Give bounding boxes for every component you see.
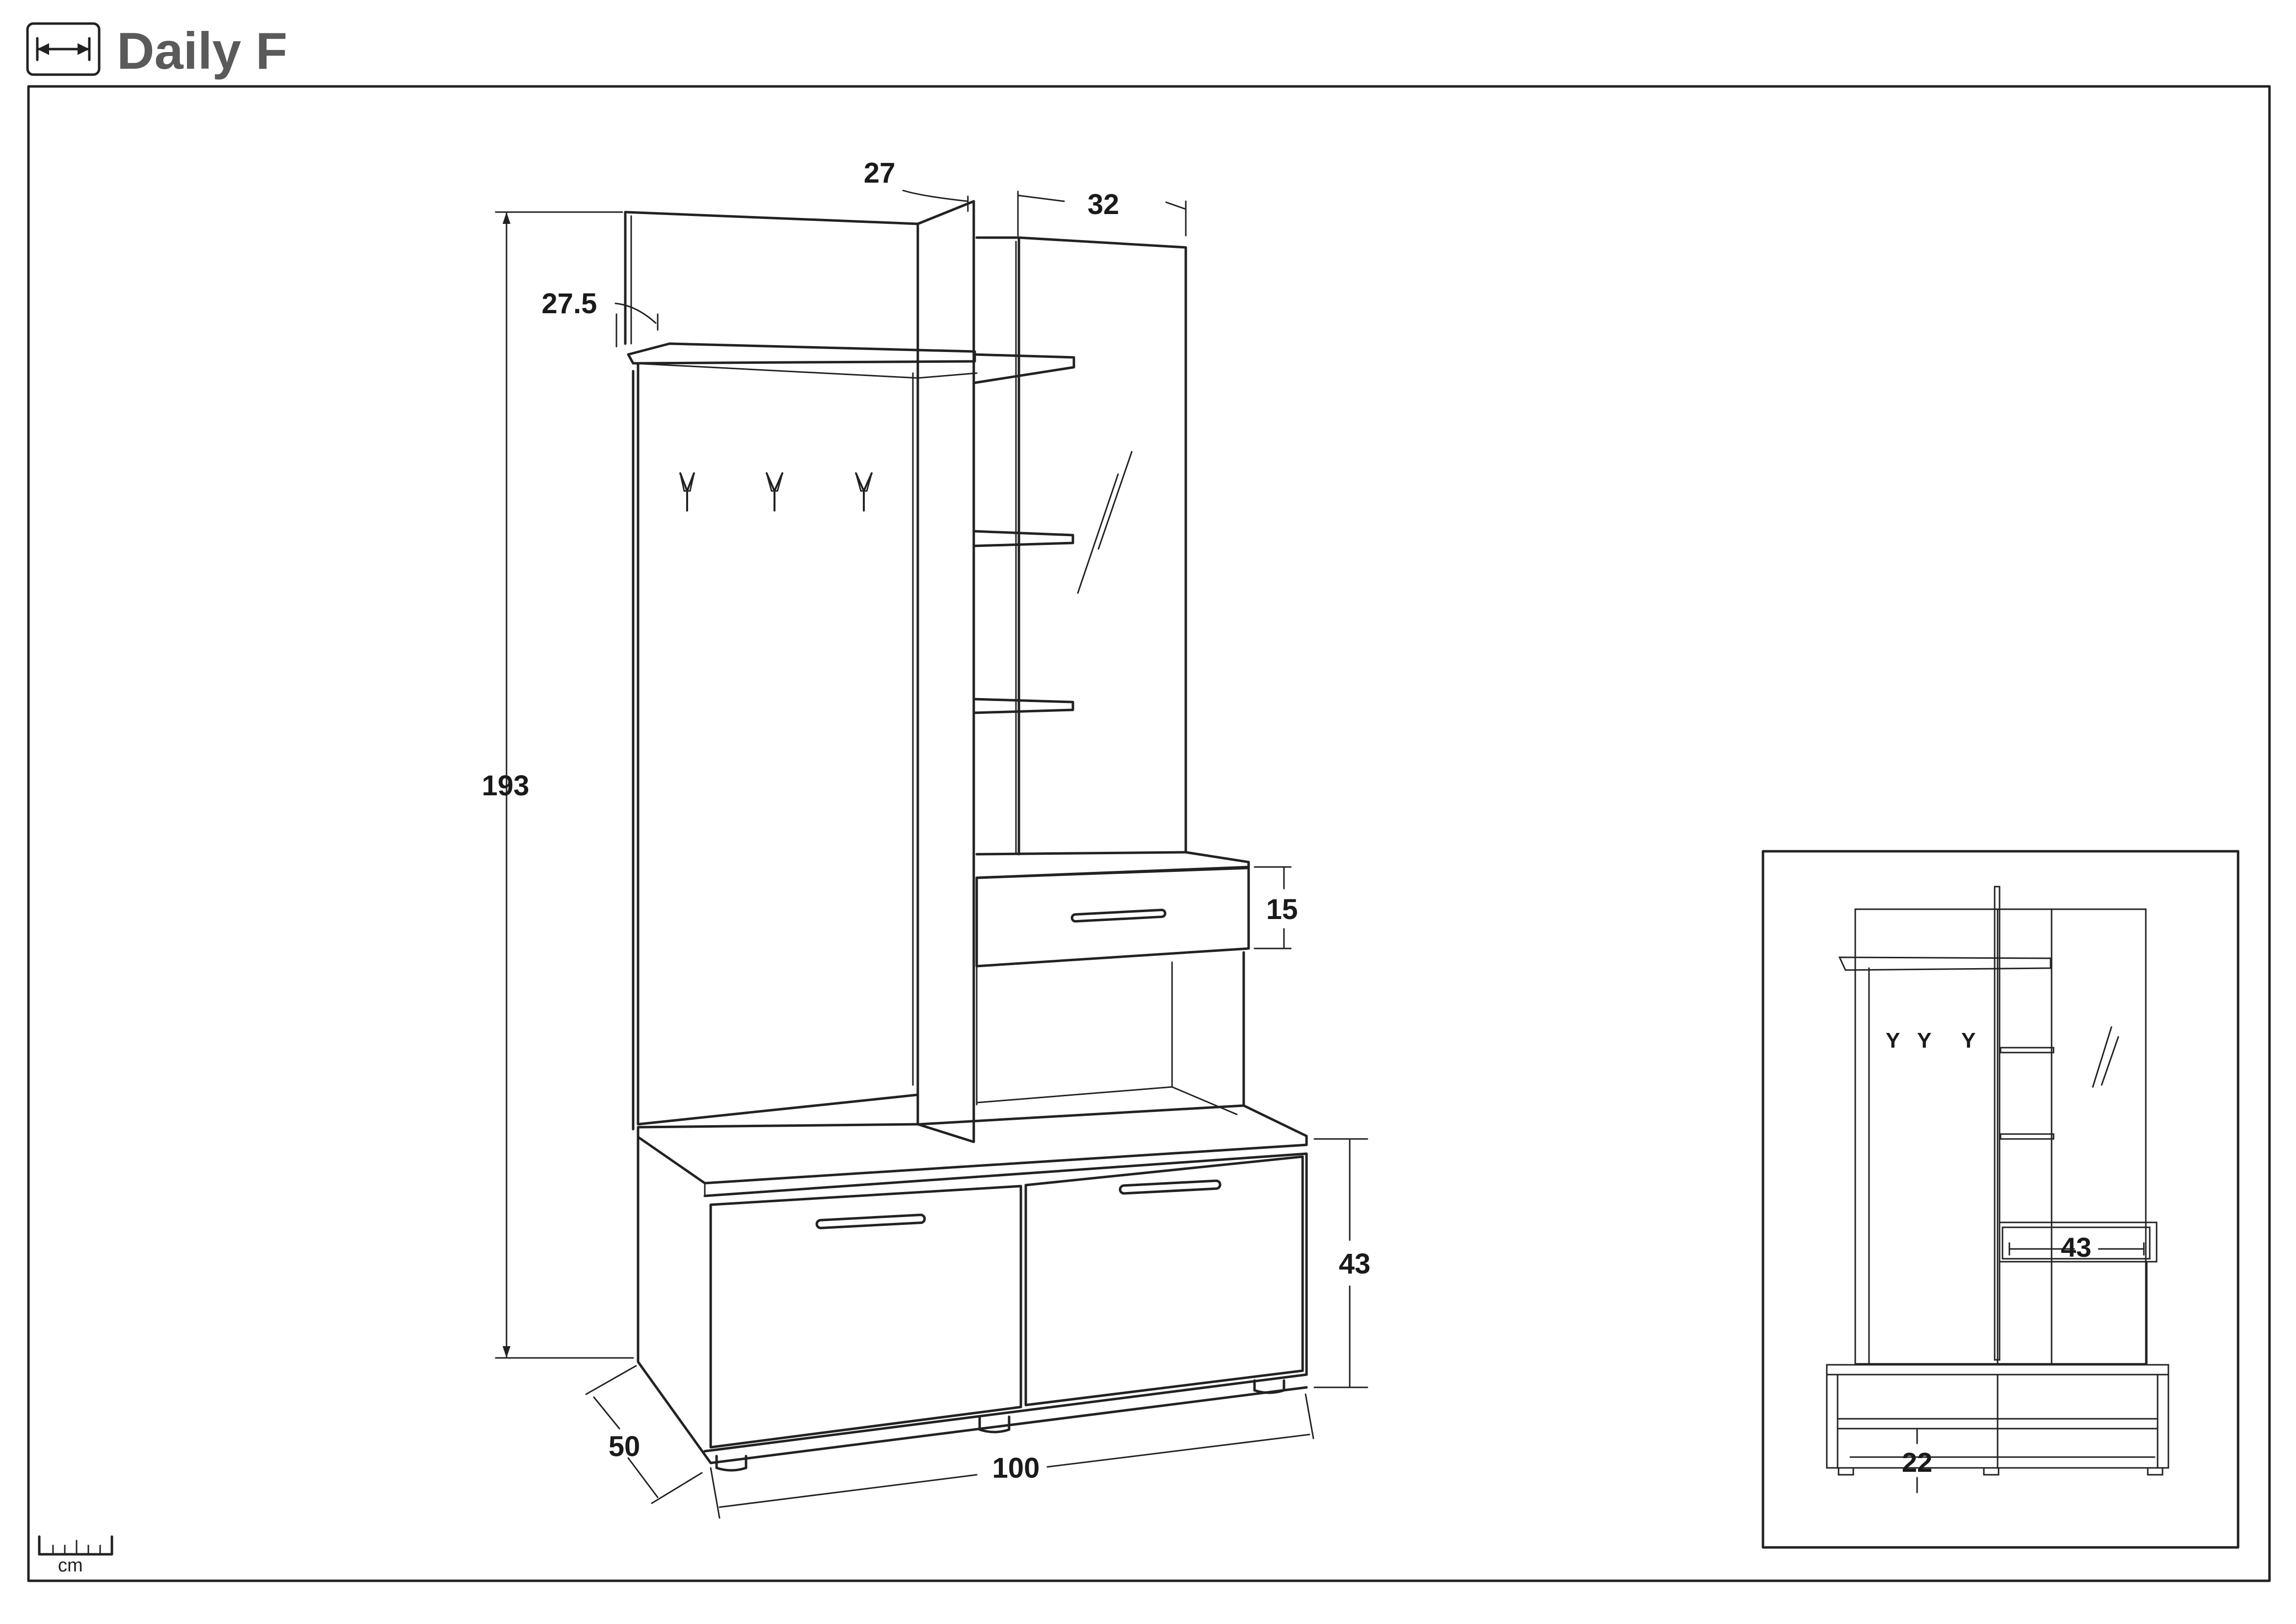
dim-height: 193 [482, 770, 530, 802]
dim-mirror-width: 32 [1088, 189, 1120, 220]
coat-hook-icon: Y [1961, 1029, 1976, 1053]
coat-hook-icon: Y [1917, 1029, 1931, 1053]
page-frame [27, 85, 2271, 1582]
page-title: Daily F [117, 22, 288, 80]
coat-hook-icon: Y [1886, 1029, 1900, 1053]
dimension-lines: 193 27 27.5 32 15 43 50 100 [482, 157, 1371, 1519]
dim-drawer-width: 43 [2061, 1232, 2091, 1263]
coat-hook-icon [855, 472, 873, 512]
coat-hook-icon [766, 472, 783, 512]
main-furniture-view [624, 200, 1308, 1472]
dim-shelf-gap: 22 [1902, 1447, 1932, 1478]
dim-base-height: 43 [1339, 1248, 1371, 1280]
width-measure-icon [26, 22, 101, 76]
dim-total-width: 100 [992, 1452, 1040, 1484]
coat-hook-icon [679, 472, 695, 512]
dim-drawer-height: 15 [1266, 893, 1298, 925]
ruler-icon [38, 1535, 113, 1556]
dim-top-depth: 27 [864, 157, 896, 189]
inset-front-view: Y Y Y 43 22 [1762, 850, 2240, 1549]
dim-shelf-depth: 27.5 [542, 288, 597, 320]
scale-unit-label: cm [58, 1555, 83, 1576]
dim-base-depth: 50 [609, 1431, 641, 1462]
